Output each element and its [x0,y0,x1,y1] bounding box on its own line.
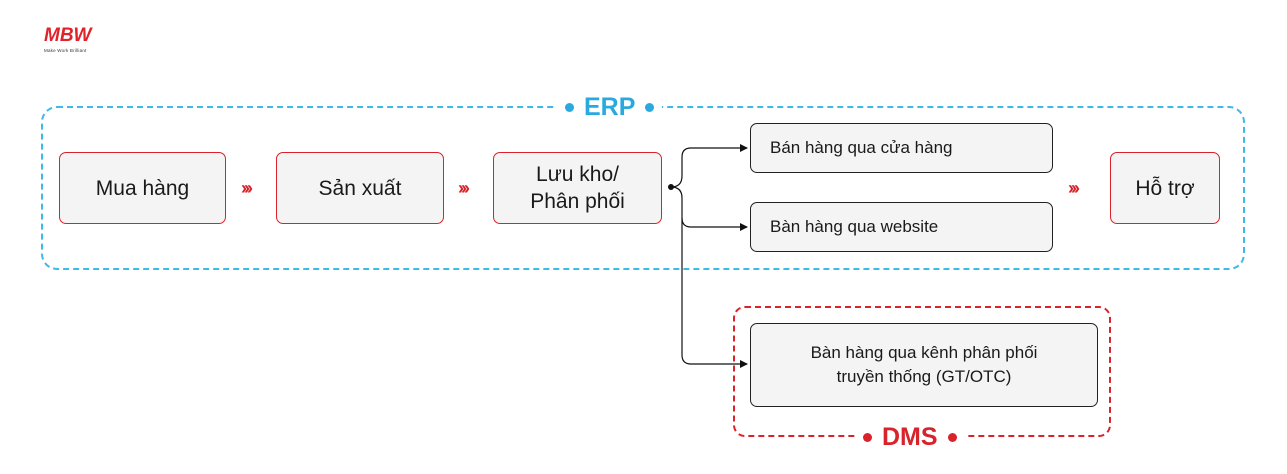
step-production: Sản xuất [276,152,444,224]
step-storage: Lưu kho/ Phân phối [493,152,662,224]
channel-traditional-line1: Bàn hàng qua kênh phân phối [810,343,1038,362]
chevron-3-icon: ››› [1068,178,1080,198]
channel-website: Bàn hàng qua website [750,202,1053,252]
arrow-to-store [670,144,748,188]
chevron-2-icon: ››› [458,178,470,198]
step-storage-line1: Lưu kho/ [536,163,619,186]
step-storage-line2: Phân phối [530,190,625,213]
step-support: Hỗ trợ [1110,152,1220,224]
logo-mark: MBW [44,25,92,46]
channel-website-label: Bàn hàng qua website [770,217,939,236]
logo-tagline: Make Work Brilliant [44,48,87,53]
erp-title: ERP [557,92,663,122]
step-purchase: Mua hàng [59,152,226,224]
erp-label: ERP [584,93,636,121]
channel-traditional: Bàn hàng qua kênh phân phối truyền thống… [750,323,1098,407]
erp-dot-right [645,102,655,112]
step-purchase-label: Mua hàng [95,176,190,200]
mbw-logo: MBW Make Work Brilliant [44,26,104,60]
dms-dot-right [947,432,957,442]
channel-store: Bán hàng qua cửa hàng [750,123,1053,173]
channel-traditional-line2: truyền thống (GT/OTC) [836,367,1012,386]
step-support-label: Hỗ trợ [1135,176,1195,200]
channel-store-label: Bán hàng qua cửa hàng [770,138,953,157]
dms-label: DMS [882,423,938,451]
dms-dot-left [863,432,872,442]
chevron-1-icon: ››› [241,178,253,198]
erp-dot-left [565,102,574,112]
arrow-to-traditional [681,218,748,368]
dms-title: DMS [855,422,965,452]
step-production-label: Sản xuất [318,176,402,200]
